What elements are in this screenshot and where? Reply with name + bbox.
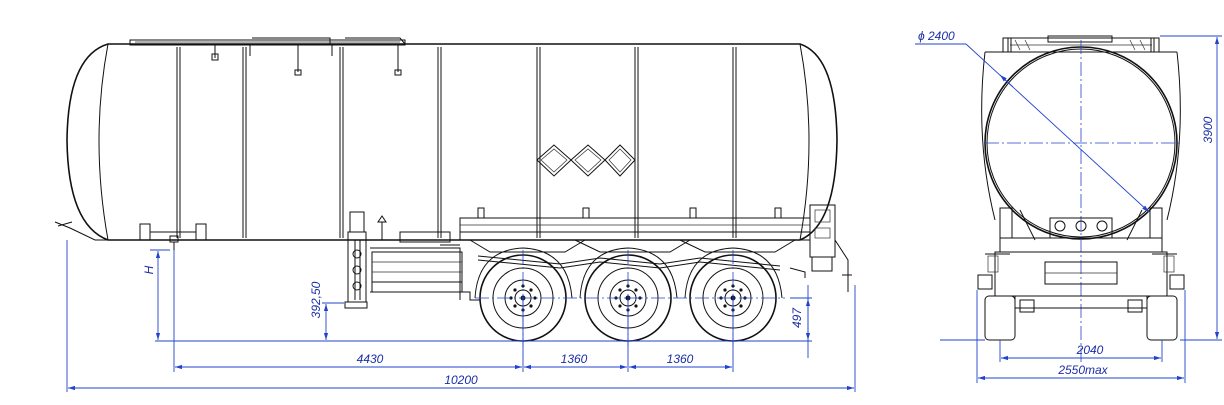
side-view: 10200 4430 1360 1360 H 392,50 497 xyxy=(54,37,856,392)
dim-tank-diameter: ϕ 2400 xyxy=(918,29,955,43)
dim-axle-spacing-1: 1360 xyxy=(561,352,588,366)
dim-track-width: 2040 xyxy=(1076,343,1104,357)
landing-gear xyxy=(344,211,480,309)
dim-kingpin-to-axle: 4430 xyxy=(357,352,384,366)
rear-view: ϕ 2400 3900 2040 2550max xyxy=(915,29,1222,383)
rear-dimensions: ϕ 2400 3900 2040 2550max xyxy=(915,29,1222,383)
dim-fifth-wheel-height: 392,50 xyxy=(309,281,323,318)
tank-body xyxy=(66,43,838,241)
dim-height-h: H xyxy=(142,265,156,274)
side-dimensions: 10200 4430 1360 1360 H 392,50 497 xyxy=(66,240,856,392)
dim-overall-width: 2550max xyxy=(1057,363,1108,377)
chassis-frame xyxy=(459,204,852,292)
top-walkway xyxy=(129,37,406,76)
hazard-placards xyxy=(536,144,636,177)
front-support xyxy=(54,221,207,250)
dim-overall-height: 3900 xyxy=(1201,116,1215,143)
dim-rear-height: 497 xyxy=(790,307,804,328)
dim-overall-length: 10200 xyxy=(444,373,478,387)
dim-axle-spacing-2: 1360 xyxy=(667,352,694,366)
